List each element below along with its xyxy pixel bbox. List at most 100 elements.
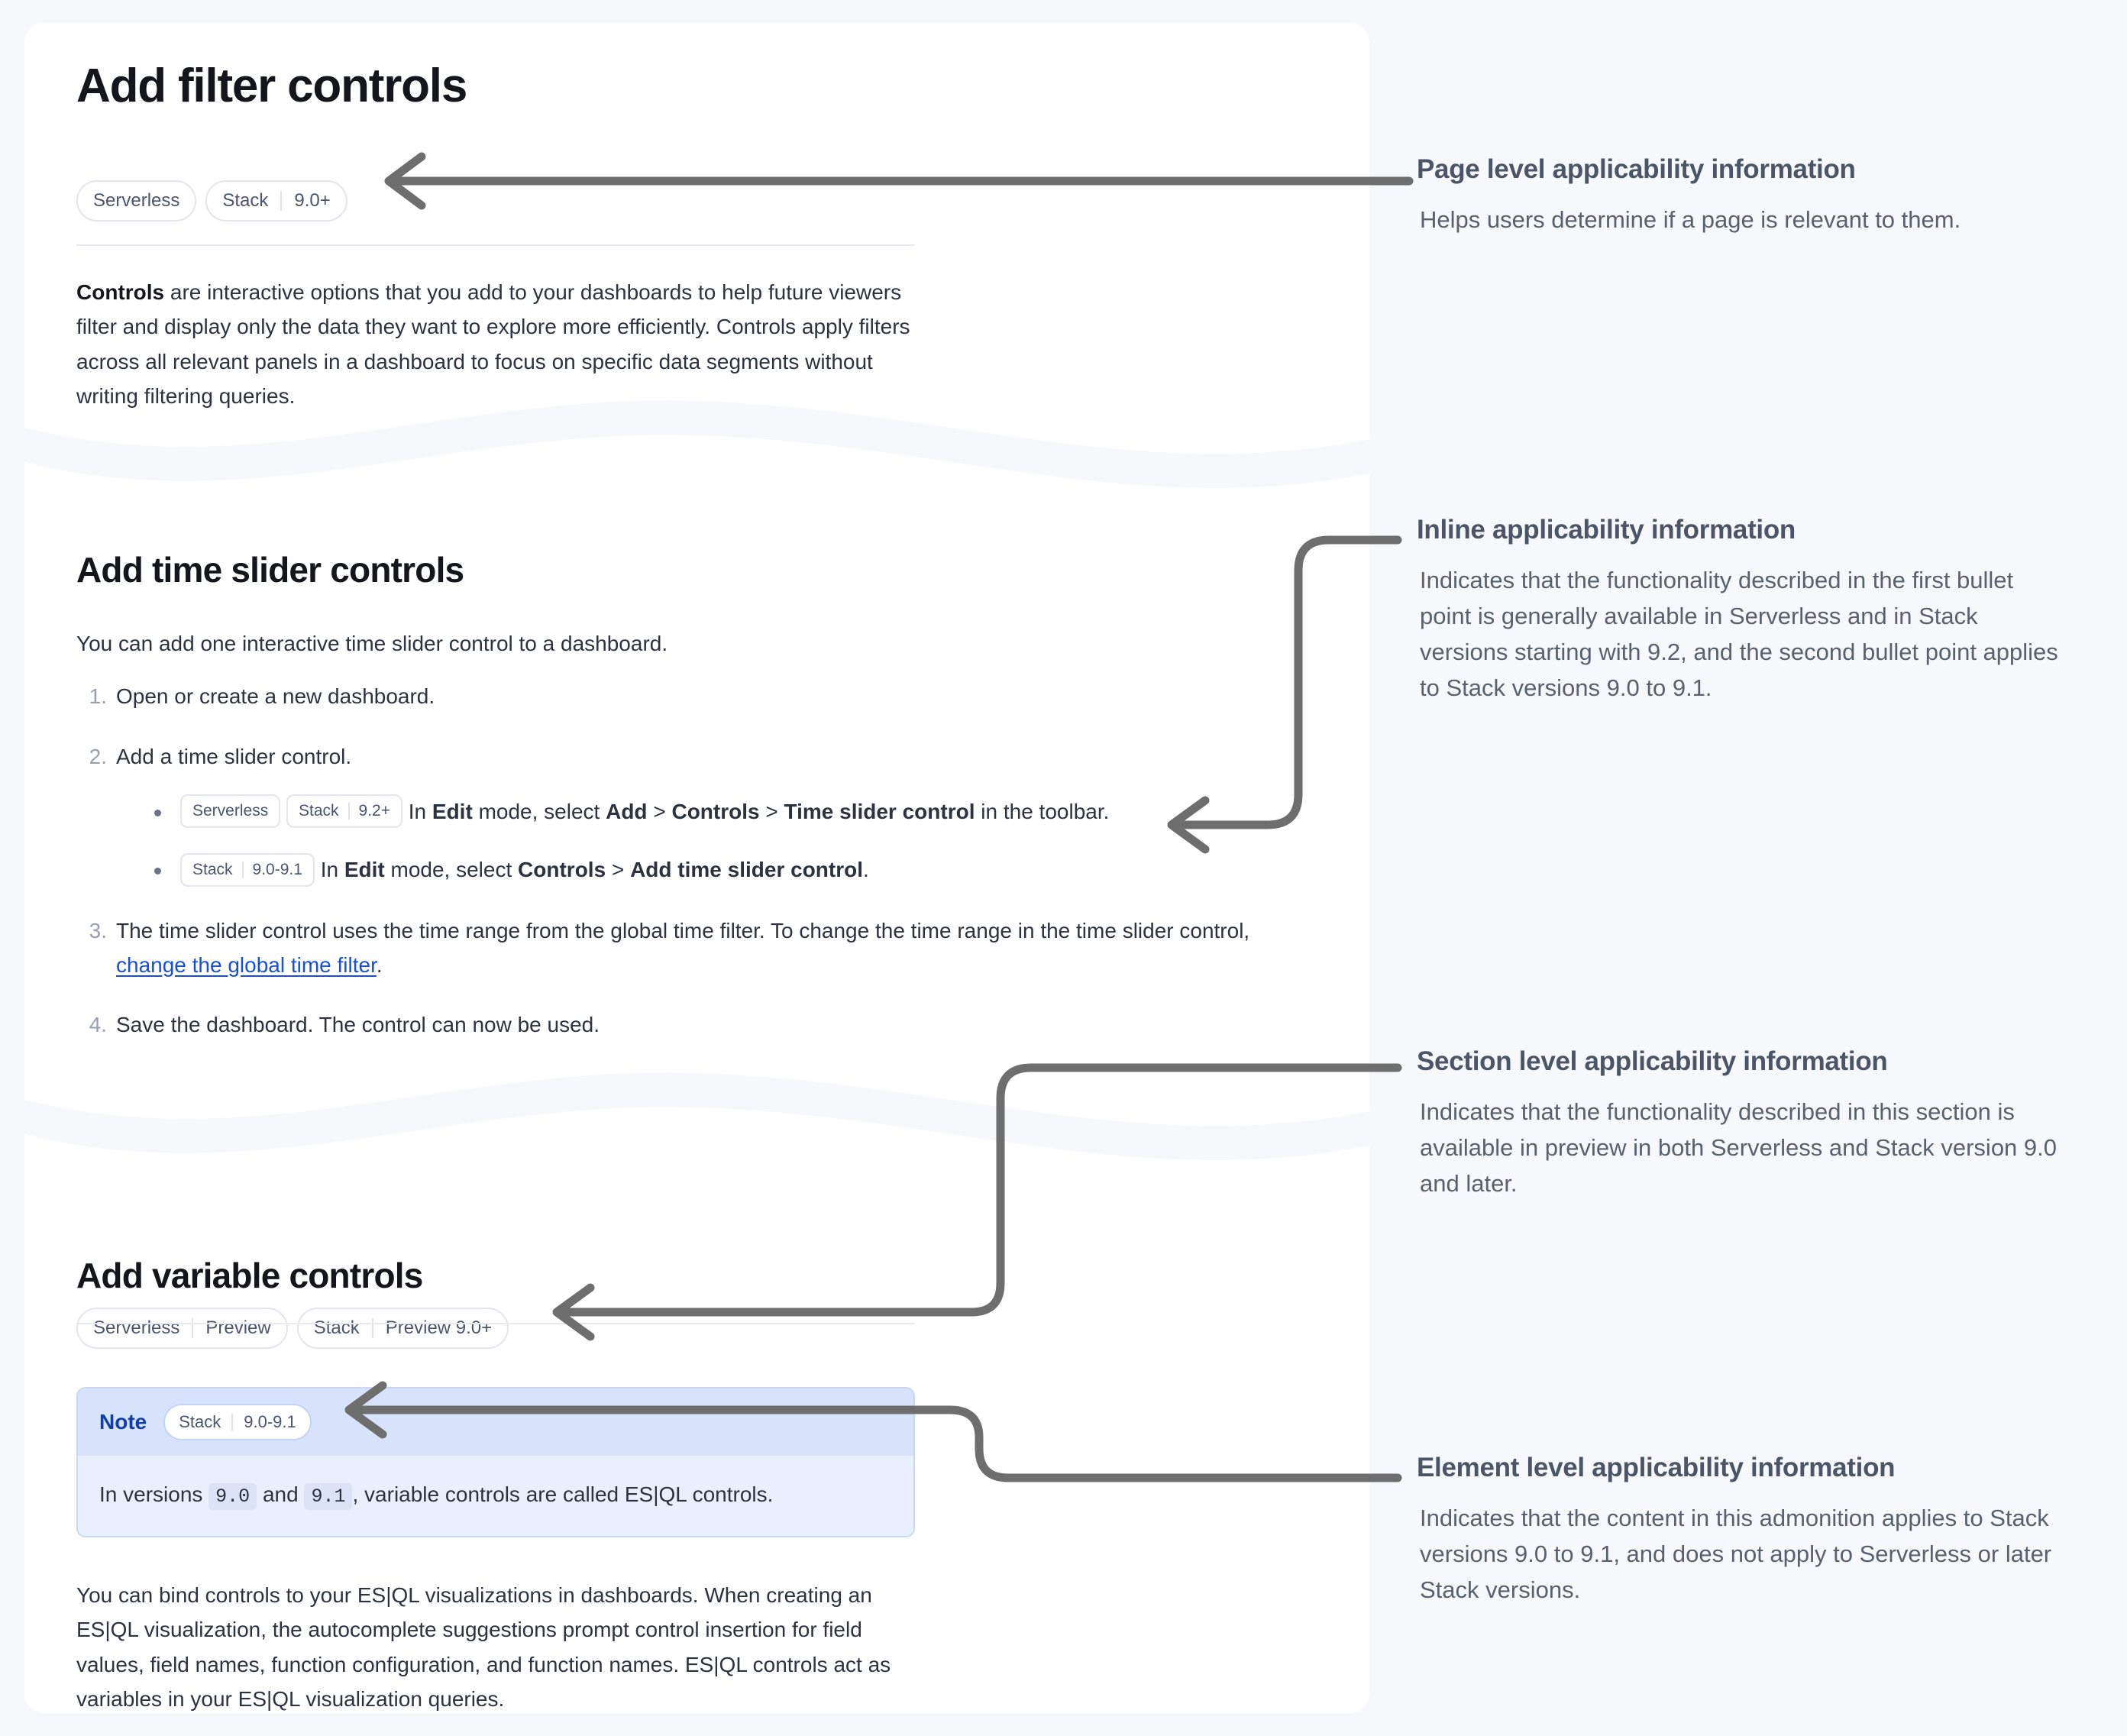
substep-text-pre: In [320,858,344,882]
intro-paragraph: Controls are interactive options that yo… [76,275,924,413]
list-number: 4. [89,1013,107,1037]
substep-bold-edit: Edit [344,858,385,882]
step-text-before: The time slider control uses the time ra… [116,918,1250,942]
list-item: Stack 9.0-9.1 In Edit mode, select Contr… [150,852,1344,888]
badge-label: Stack [222,190,269,211]
badge-version: 9.0-9.1 [252,861,302,879]
list-number: 1. [89,684,107,708]
badge-stack[interactable]: Stack 9.0-9.1 [180,852,315,887]
list-item: 2. Add a time slider control. Serverless… [76,740,1344,888]
badge-label: Serverless [93,1317,180,1338]
substep-bold-controls: Controls [671,799,760,823]
badge-separator [192,1318,194,1338]
doc-panel-time-slider [24,451,1369,1123]
substep-separator: > [759,799,784,823]
bullet-icon [154,809,161,816]
section-heading-variable-controls: Add variable controls [76,1256,423,1295]
substep-text-post: . [863,858,869,882]
badge-serverless[interactable]: Serverless [76,180,197,221]
list-text: Add a time slider control. [116,744,352,768]
badge-separator [231,1414,234,1431]
badge-label: Stack [298,802,339,820]
badge-serverless[interactable]: Serverless [180,794,281,829]
page-title: Add filter controls [76,60,467,112]
doc-content: Add filter controls Serverless Stack 9.0… [24,23,1369,1713]
badge-label: Stack [179,1412,221,1431]
annotation-body: Indicates that the functionality describ… [1420,1098,2058,1197]
code-chip-version-91: 9.1 [304,1483,353,1510]
badge-label: Stack [313,1317,360,1338]
step-text-after: . [376,952,383,977]
substep-list: Serverless Stack 9.2+ In Edit mode, sele… [116,794,1344,888]
badge-version: 9.0-9.1 [244,1412,296,1431]
substep-text-pre: In [408,799,432,823]
annotation-inline-level: Inline applicability information Indicat… [1417,513,2066,706]
list-item: 1. Open or create a new dashboard. [76,680,1344,714]
documentation-column: Add filter controls Serverless Stack 9.0… [24,23,1369,1713]
intro-text: are interactive options that you add to … [76,280,910,409]
badge-separator [241,861,244,878]
note-text-mid: and [257,1482,305,1506]
annotation-body: Indicates that the content in this admon… [1420,1504,2052,1603]
divider-under-section-heading [76,1323,915,1324]
substep-text-post: in the toolbar. [975,799,1110,823]
annotation-body: Indicates that the functionality describ… [1420,566,2058,702]
badge-stack-preview[interactable]: Stack Preview 9.0+ [296,1308,509,1349]
substep-bold-time-slider-control: Time slider control [784,799,975,823]
list-number: 3. [89,918,107,942]
badge-separator [280,191,283,211]
annotation-title: Inline applicability information [1417,515,1796,545]
annotation-page-level: Page level applicability information Hel… [1417,153,2066,238]
annotation-title: Page level applicability information [1417,154,1856,184]
annotation-title: Element level applicability information [1417,1453,1896,1482]
divider-under-title [76,244,915,246]
badge-stack[interactable]: Stack 9.0-9.1 [163,1404,312,1440]
note-header: Note Stack 9.0-9.1 [78,1388,913,1456]
substep-text-mid: mode, select [384,858,519,882]
page-applicability-badges: Serverless Stack 9.0+ [76,180,347,221]
substep-bold-add: Add [606,799,648,823]
annotation-element-level: Element level applicability information … [1417,1451,2066,1608]
badge-version: 9.2+ [358,802,390,820]
variable-controls-paragraph: You can bind controls to your ES|QL visu… [76,1583,891,1712]
annotation-section-level: Section level applicability information … [1417,1045,2066,1201]
time-slider-lead: You can add one interactive time slider … [76,632,668,655]
substep-bold-edit: Edit [432,799,473,823]
badge-version: Preview [205,1317,271,1338]
list-text: The time slider control uses the time ra… [116,914,1268,983]
substep-bold-controls: Controls [518,858,606,882]
code-chip-version-90: 9.0 [208,1483,257,1510]
doc-panel-intro [24,23,1369,451]
badge-stack[interactable]: Stack 9.2+ [286,794,402,829]
note-admonition: Note Stack 9.0-9.1 In versions 9.0 and 9… [76,1387,915,1537]
note-text-pre: In versions [99,1482,209,1506]
substep-separator: > [647,799,672,823]
badge-label: Stack [192,861,233,879]
time-slider-steps: 1. Open or create a new dashboard. 2. Ad… [76,680,1344,1068]
badge-label: Serverless [192,802,269,820]
note-body: In versions 9.0 and 9.1, variable contro… [78,1456,913,1536]
global-time-filter-link[interactable]: change the global time filter [116,952,377,977]
badge-separator [371,1318,373,1338]
list-number: 2. [89,744,107,768]
substep-separator: > [606,858,631,882]
badge-label: Serverless [93,190,180,211]
substep-text-mid: mode, select [472,799,606,823]
badge-separator [347,803,350,820]
substep-bold-add-time-slider-control: Add time slider control [630,858,864,882]
section-applicability-badges: Serverless Preview Stack Preview 9.0+ [76,1308,509,1349]
badge-version: Preview 9.0+ [385,1317,493,1338]
badge-version: 9.0+ [294,190,331,211]
list-item: 4. Save the dashboard. The control can n… [76,1008,1344,1043]
annotation-body: Helps users determine if a page is relev… [1420,205,1961,233]
badge-stack[interactable]: Stack 9.0+ [205,180,347,221]
badge-serverless-preview[interactable]: Serverless Preview [76,1308,288,1349]
list-text: Save the dashboard. The control can now … [116,1013,600,1037]
bullet-icon [154,868,161,875]
list-item: 3. The time slider control uses the time… [76,914,1268,983]
section-heading-time-slider: Add time slider controls [76,550,464,590]
list-item: Serverless Stack 9.2+ In Edit mode, sele… [150,794,1344,830]
note-text-post: , variable controls are called ES|QL con… [352,1482,774,1506]
intro-bold-term: Controls [76,280,165,304]
